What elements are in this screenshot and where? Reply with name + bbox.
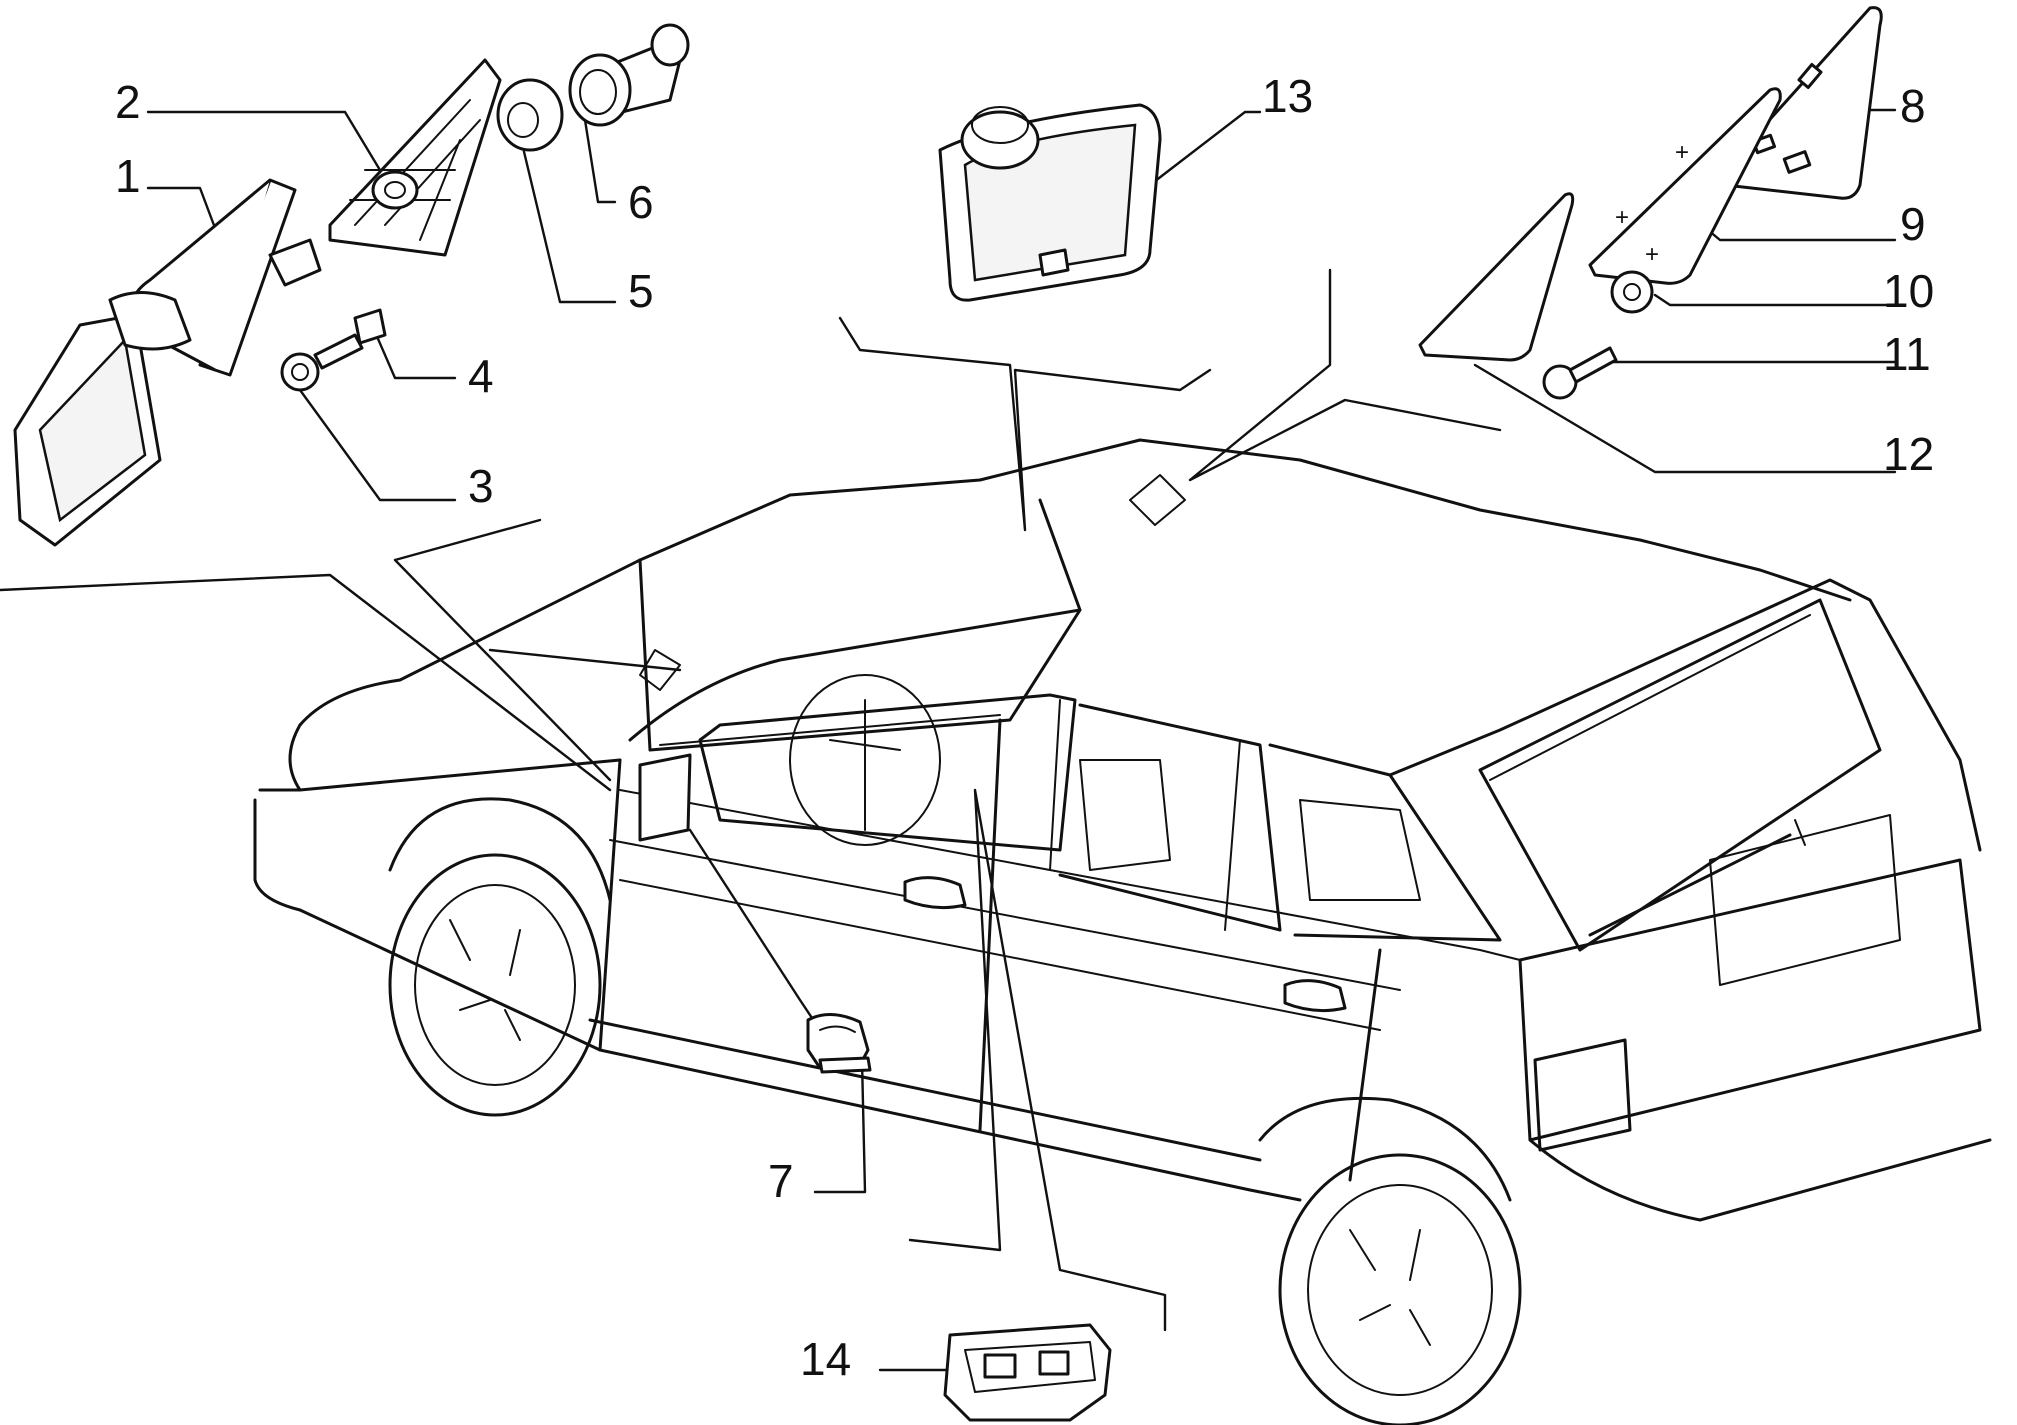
part-14-switch-unit (943, 1323, 1112, 1422)
part-1-door-mirror (13, 178, 322, 547)
callout-9: 9 (1900, 198, 1926, 250)
part-7-mirror-control (806, 1013, 872, 1074)
part-13-interior-mirror (938, 103, 1162, 302)
svg-text:+: + (1645, 241, 1659, 268)
callout-11: 11 (1883, 328, 1931, 380)
callout-8: 8 (1900, 80, 1926, 132)
part-4-bolt (313, 308, 387, 370)
svg-text:+: + (1615, 204, 1629, 231)
part-8-triangle-trim (1718, 6, 1883, 200)
callout-6: 6 (628, 176, 654, 228)
callout-labels: 2 1 3 4 5 6 7 8 9 10 11 12 13 14 (115, 70, 1934, 1385)
callout-2: 2 (115, 76, 141, 128)
callout-10: 10 (1883, 265, 1934, 317)
part-10-washer (1610, 270, 1654, 314)
callout-1: 1 (115, 150, 141, 202)
callout-14: 14 (800, 1333, 851, 1385)
callout-5: 5 (628, 265, 654, 317)
part-9-triangle-cover: + + + (1588, 87, 1782, 285)
svg-text:+: + (1675, 139, 1689, 166)
leader-lines (0, 88, 1897, 1372)
part-3-washer (280, 352, 320, 392)
callout-12: 12 (1883, 428, 1934, 480)
part-6-adjuster-knob (568, 23, 690, 127)
part-5-grommet (496, 78, 564, 152)
callout-13: 13 (1262, 70, 1313, 122)
part-11-screw (1542, 346, 1618, 400)
car-illustration (253, 438, 1992, 1425)
callout-3: 3 (468, 460, 494, 512)
callout-4: 4 (468, 350, 494, 402)
part-12-trim-panel (1418, 192, 1575, 362)
part-2-mirror-base-plate (328, 58, 502, 257)
callout-7: 7 (768, 1155, 794, 1207)
